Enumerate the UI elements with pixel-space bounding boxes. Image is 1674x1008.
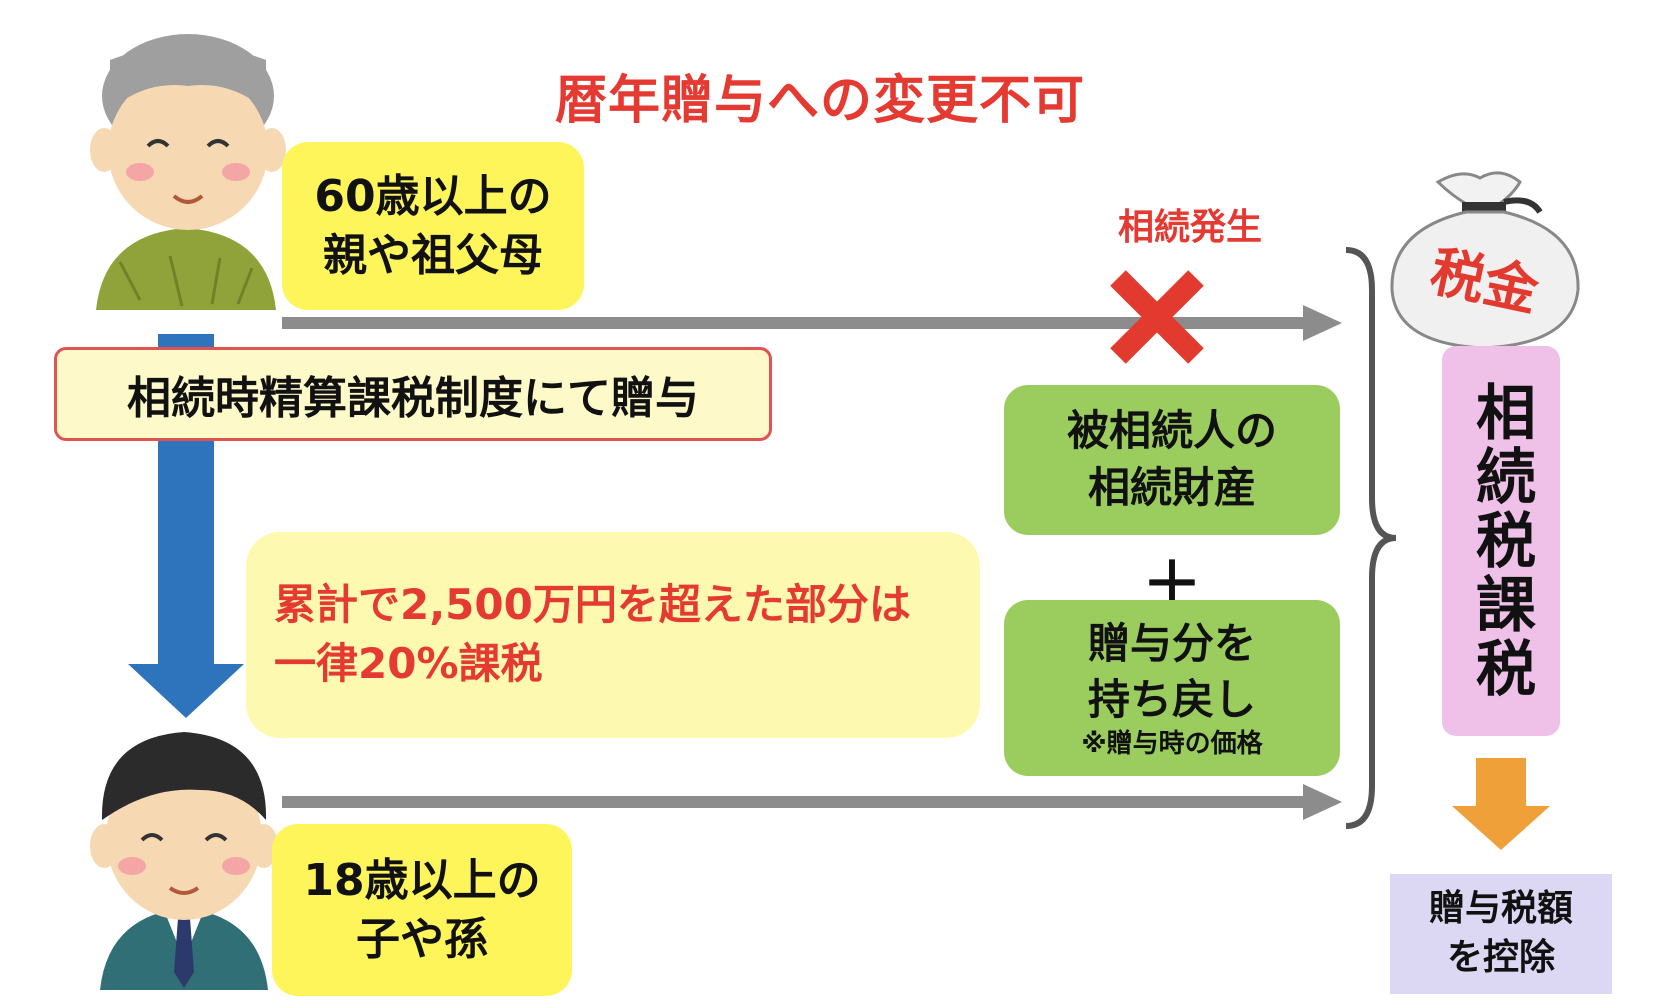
elder-label-line-1: 60歳以上の: [314, 170, 552, 222]
deduction-box: 贈与税額 を控除: [1390, 874, 1612, 994]
gift-return-line-2: 持ち戻し: [1087, 675, 1256, 725]
estate-box: 被相続人の 相続財産: [1004, 385, 1340, 535]
estate-line-1: 被相続人の: [1066, 406, 1277, 456]
gift-return-box: 贈与分を 持ち戻し ※贈与時の価格: [1004, 600, 1340, 776]
page-title: 暦年贈与への変更不可: [554, 71, 1085, 131]
inheritance-tax-box: 相続税課税: [1442, 346, 1560, 736]
inheritance-tax-label: 相続税課税: [1465, 381, 1536, 701]
gift-note: ※贈与時の価格: [1081, 729, 1263, 760]
top-gray-arrow: [282, 305, 1342, 341]
cumulative-tax-box: 累計で2,500万円を超えた部分は 一律20%課税: [246, 532, 980, 738]
child-label-line-1: 18歳以上の: [303, 854, 541, 906]
deduction-line-1: 贈与税額: [1428, 888, 1573, 930]
elder-label: 60歳以上の 親や祖父母: [282, 142, 584, 310]
inheritance-occurs-label: 相続発生: [1117, 207, 1262, 248]
young-man-icon: [90, 732, 278, 990]
gift-return-line-1: 贈与分を: [1087, 618, 1256, 668]
estate-line-2: 相続財産: [1087, 463, 1256, 512]
child-label-line-2: 子や孫: [355, 914, 488, 965]
orange-down-arrow: [1452, 758, 1550, 850]
elderly-person-icon: [90, 34, 286, 310]
elder-label-line-2: 親や祖父母: [322, 230, 543, 281]
deduction-line-2: を控除: [1446, 937, 1555, 978]
cumulative-line-1: 累計で2,500万円を超えた部分は: [274, 580, 911, 630]
cumulative-line-2: 一律20%課税: [274, 639, 543, 688]
cross-icon: [1110, 270, 1204, 364]
bottom-gray-arrow: [282, 784, 1342, 820]
money-bag-icon: 税金: [1390, 171, 1580, 350]
system-label: 相続時精算課税制度にて贈与: [54, 347, 772, 441]
child-label: 18歳以上の 子や孫: [272, 824, 572, 996]
curly-brace: [1345, 247, 1397, 829]
